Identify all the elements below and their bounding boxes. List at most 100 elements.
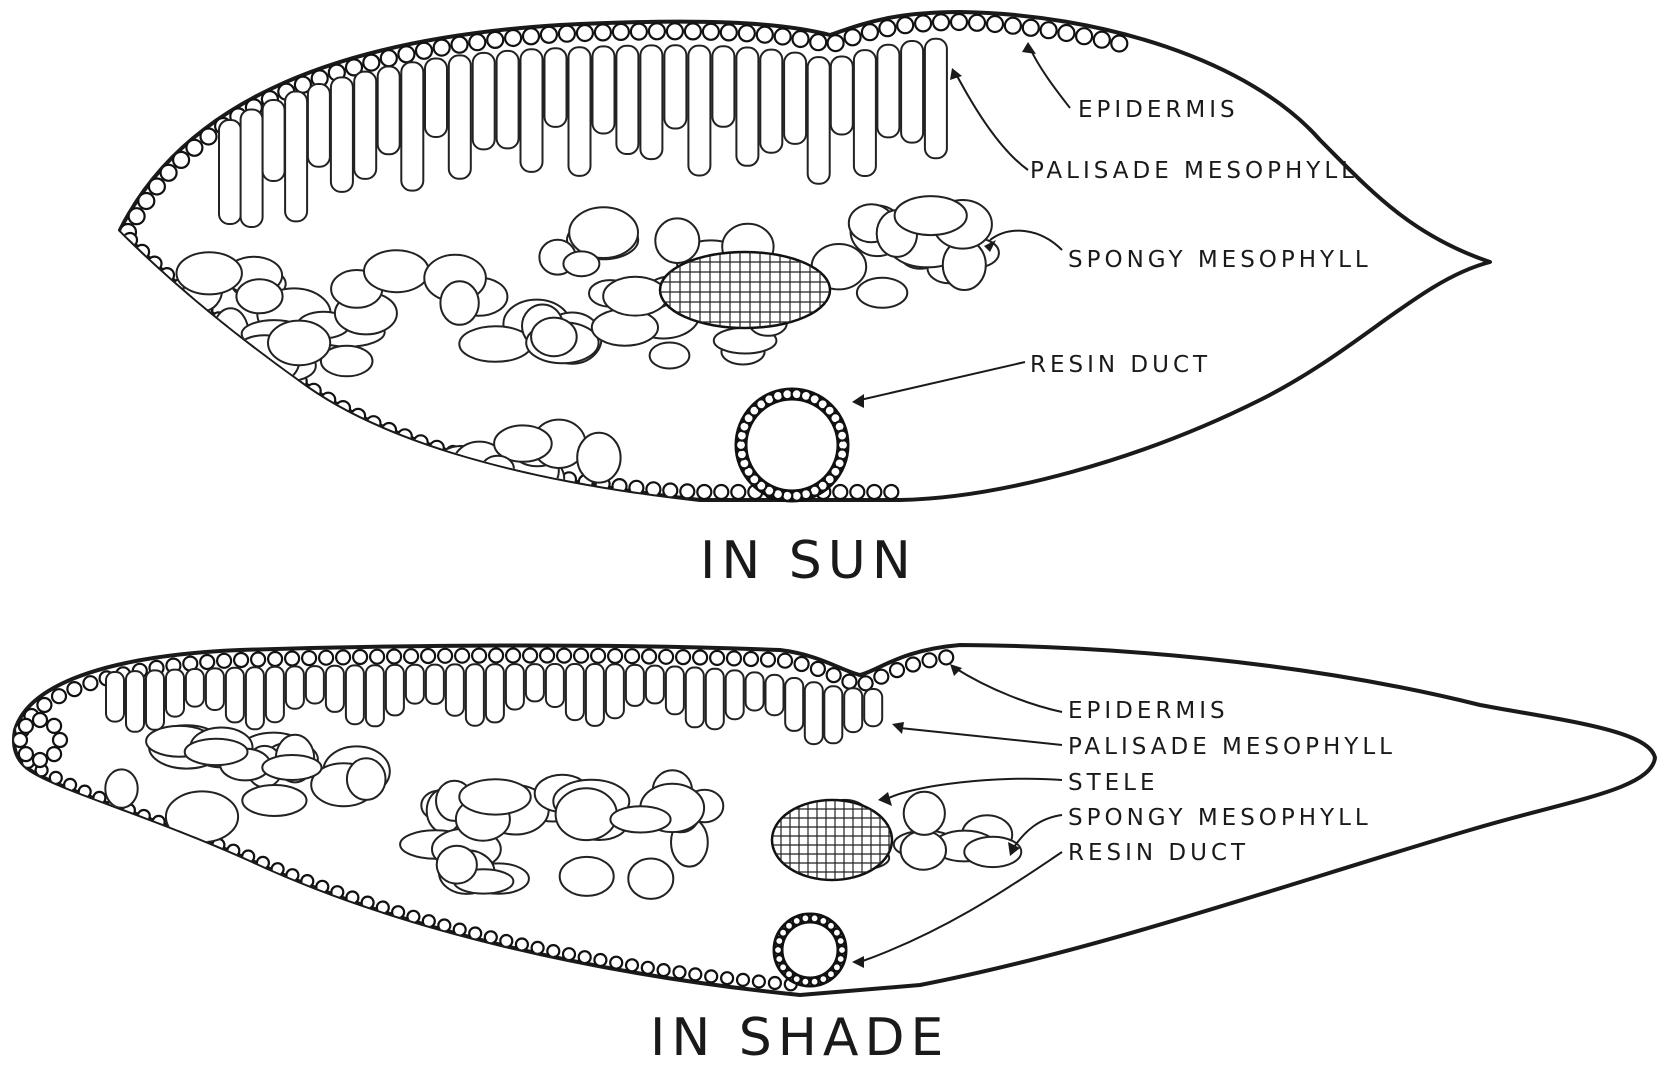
epidermis-cell [753, 976, 765, 988]
palisade-cell [666, 667, 684, 715]
shade-caption: IN SHADE [650, 1008, 949, 1068]
epidermis-cell [149, 179, 165, 195]
shade-resin-duct [774, 914, 846, 986]
resin-duct-cell [779, 929, 787, 937]
spongy-cell [577, 433, 620, 483]
resin-duct-cell [801, 978, 809, 986]
epidermis-cell [33, 753, 47, 767]
spongy-cell [185, 739, 248, 765]
palisade-cell [326, 666, 344, 712]
epidermis-cell [710, 651, 724, 665]
epidermis-cell [47, 719, 61, 733]
epidermis-cell [608, 649, 622, 663]
palisade-cell [308, 84, 330, 167]
epidermis-cell [939, 650, 953, 664]
epidermis-cell [676, 650, 690, 664]
resin-duct-cell [775, 955, 783, 963]
epidermis-cell [775, 29, 791, 45]
epidermis-cell [591, 649, 605, 663]
epidermis-cell [625, 649, 639, 663]
epidermis-cell [689, 968, 701, 980]
palisade-cell [646, 666, 664, 704]
epidermis-cell [884, 485, 898, 499]
epidermis-cell [559, 26, 575, 42]
sun-label-epidermis: EPIDERMIS [1078, 97, 1239, 123]
epidermis-cell [810, 34, 826, 50]
epidermis-cell [731, 485, 745, 499]
epidermis-cell [455, 649, 469, 663]
epidermis-cell [472, 649, 486, 663]
palisade-cell [746, 672, 764, 710]
resin-duct-cell [801, 914, 809, 922]
palisade-cell [366, 665, 384, 726]
shade-stele [772, 800, 892, 880]
epidermis-cell [398, 46, 414, 62]
resin-duct-cell [827, 922, 835, 930]
palisade-cell [466, 664, 484, 725]
epidermis-cell [574, 649, 588, 663]
epidermis-cell [1005, 18, 1021, 34]
spongy-cell [904, 792, 945, 835]
spongy-cell [655, 218, 699, 263]
palisade-cell [831, 57, 853, 135]
palisade-cell [285, 92, 307, 222]
epidermis-cell [739, 25, 755, 41]
epidermis-cell [13, 733, 27, 747]
palisade-cell [566, 664, 584, 720]
epidermis-cell [744, 652, 758, 666]
epidermis-cell [540, 649, 554, 663]
epidermis-cell [268, 652, 282, 666]
palisade-cell [736, 48, 758, 166]
epidermis-cell [47, 747, 61, 761]
epidermis-cell [897, 17, 913, 33]
palisade-cell [586, 664, 604, 726]
epidermis-cell [285, 652, 299, 666]
spongy-cell [556, 788, 617, 840]
spongy-cell [569, 207, 638, 258]
epidermis-cell [201, 129, 217, 145]
resin-duct-cell [774, 946, 782, 954]
epidermis-cell [828, 35, 844, 51]
epidermis-cell [663, 484, 677, 498]
epidermis-cell [67, 682, 81, 696]
palisade-cell [241, 110, 263, 228]
palisade-cell [386, 665, 404, 716]
epidermis-cell [557, 649, 571, 663]
palisade-cell [925, 39, 947, 158]
shade-label-epidermis: EPIDERMIS [1068, 698, 1229, 724]
epidermis-cell [434, 40, 450, 56]
resin-duct-cell [793, 917, 801, 925]
epidermis-cell [438, 649, 452, 663]
epidermis-cell [370, 650, 384, 664]
epidermis-cell [53, 733, 67, 747]
spongy-cell [459, 779, 530, 814]
epidermis-cell [577, 25, 593, 41]
epidermis-cell [714, 485, 728, 499]
spongy-cell [857, 278, 907, 308]
epidermis-cell [951, 14, 967, 30]
palisade-cell [546, 664, 564, 707]
spongy-cell [563, 251, 599, 276]
epidermis-cell [649, 23, 665, 39]
palisade-cell [106, 672, 124, 722]
epidermis-cell [658, 964, 670, 976]
palisade-cell [186, 669, 204, 707]
epidermis-cell [173, 152, 189, 168]
epidermis-cell [923, 653, 937, 667]
epidermis-cell [452, 37, 468, 53]
epidermis-cell [761, 653, 775, 667]
palisade-cell [486, 664, 504, 722]
epidermis-cell [336, 650, 350, 664]
sun-caption: IN SUN [700, 531, 917, 591]
shade-label-spongy: SPONGY MESOPHYLL [1068, 805, 1372, 831]
epidermis-cell [200, 655, 214, 669]
epidermis-cell [52, 689, 66, 703]
epidermis-cell [129, 208, 145, 224]
epidermis-cell [500, 935, 512, 947]
resin-duct-cell [775, 937, 783, 945]
spongy-cell [603, 277, 667, 316]
spongy-cell [364, 250, 429, 292]
epidermis-cell [721, 972, 733, 984]
epidermis-cell [138, 193, 154, 209]
